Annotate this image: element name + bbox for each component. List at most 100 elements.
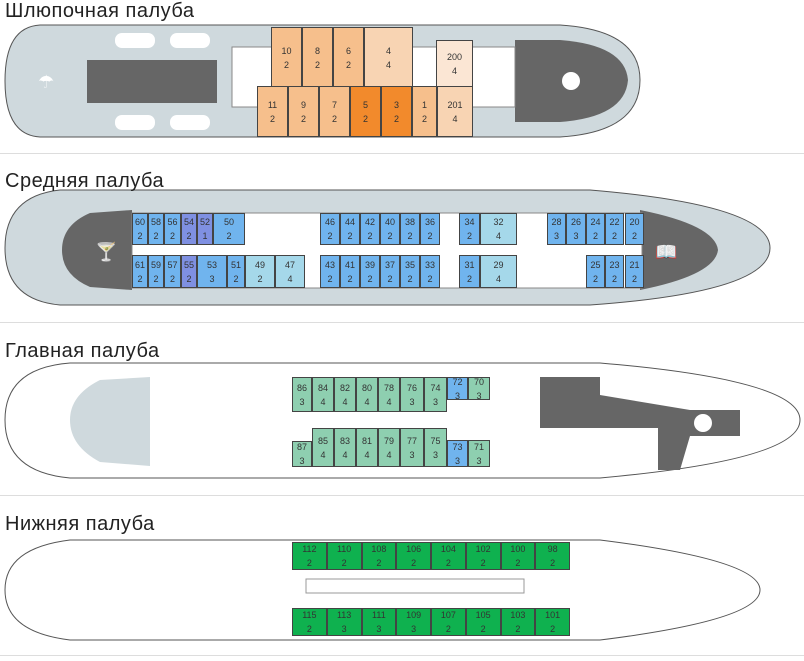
cabin-capacity: 4: [364, 396, 370, 407]
cabin-number: 79: [383, 435, 394, 446]
cabin-number: 11: [267, 99, 278, 110]
cabin-number: 24: [590, 217, 601, 227]
cabin-capacity: 2: [341, 558, 347, 568]
cabin-number: 86: [296, 382, 307, 393]
buffet-area: [87, 60, 217, 103]
cabin-capacity: 2: [186, 273, 192, 284]
cabin-number: 83: [339, 435, 350, 446]
cabin-number: 111: [372, 610, 386, 620]
cabin-number: 80: [361, 382, 372, 393]
cabin-number: 85: [317, 435, 328, 446]
cabin-capacity: 3: [553, 231, 559, 241]
cabin-number: 22: [609, 217, 620, 227]
cabin-capacity: 3: [573, 231, 579, 241]
deck-title: Нижняя палуба: [5, 513, 155, 535]
